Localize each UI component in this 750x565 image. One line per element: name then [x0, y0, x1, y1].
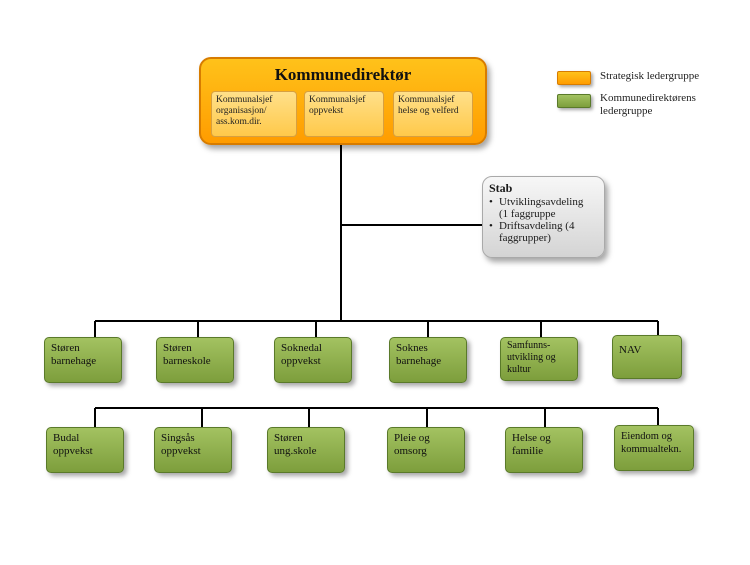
legend-swatch-kommunedirektor: [557, 94, 591, 108]
sub-box-helse: Kommunalsjef helse og velferd: [393, 91, 473, 137]
sub-line: Kommunalsjef: [309, 95, 366, 105]
unit-pleie-og-omsorg: Pleie og omsorg: [387, 427, 465, 473]
unit-line: kommualtekn.: [621, 444, 682, 455]
unit-line: Samfunns-: [507, 340, 551, 351]
sub-line: helse og velferd: [398, 106, 459, 116]
unit-line: Støren: [163, 342, 192, 354]
unit-eiendom: Eiendom og kommualtekn.: [614, 425, 694, 471]
sub-box-organisasjon: Kommunalsjef organisasjon/ ass.kom.dir.: [211, 91, 297, 137]
sub-line: ass.kom.dir.: [216, 117, 262, 127]
unit-line: ung.skole: [274, 445, 317, 457]
legend-label-kommunedirektor: Kommunedirektørens ledergruppe: [600, 92, 696, 117]
sub-line: Kommunalsjef: [398, 95, 455, 105]
sub-line: oppvekst: [309, 106, 344, 116]
legend-label-strategisk: Strategisk ledergruppe: [600, 70, 700, 82]
sub-box-oppvekst: Kommunalsjef oppvekst: [304, 91, 384, 137]
director-box: Kommunedirektør Kommunalsjef organisasjo…: [199, 57, 487, 145]
stab-box: Stab • Utviklingsavdeling (1 faggruppe •…: [482, 176, 605, 258]
unit-line: Støren: [274, 432, 303, 444]
stab-line: Utviklingsavdeling: [499, 196, 584, 208]
unit-line: oppvekst: [281, 355, 321, 367]
unit-line: barnehage: [396, 355, 442, 367]
unit-budal-oppvekst: Budal oppvekst: [46, 427, 124, 473]
sub-line: organisasjon/: [216, 106, 267, 116]
unit-soknedal-oppvekst: Soknedal oppvekst: [274, 337, 352, 383]
unit-line: Støren: [51, 342, 80, 354]
unit-line: Singsås: [161, 432, 195, 444]
unit-nav: NAV: [612, 335, 682, 379]
unit-storen-ungskole: Støren ung.skole: [267, 427, 345, 473]
unit-samfunnsutvikling: Samfunns- utvikling og kultur: [500, 337, 578, 381]
unit-line: Soknes: [396, 342, 428, 354]
unit-helse-og-familie: Helse og familie: [505, 427, 583, 473]
unit-line: Soknedal: [281, 342, 322, 354]
unit-line: barneskole: [163, 355, 211, 367]
bullet-icon: •: [489, 220, 493, 232]
unit-storen-barnehage: Støren barnehage: [44, 337, 122, 383]
unit-line: utvikling og: [507, 352, 556, 363]
unit-line: oppvekst: [53, 445, 93, 457]
unit-line: kultur: [507, 364, 531, 375]
unit-singsas-oppvekst: Singsås oppvekst: [154, 427, 232, 473]
unit-line: Eiendom og: [621, 431, 673, 442]
unit-line: NAV: [619, 344, 642, 356]
stab-line: Driftsavdeling (4: [499, 220, 575, 232]
unit-line: barnehage: [51, 355, 97, 367]
stab-item: • Driftsavdeling (4 faggrupper): [489, 220, 598, 244]
unit-soknes-barnehage: Soknes barnehage: [389, 337, 467, 383]
unit-line: omsorg: [394, 445, 427, 457]
unit-line: Pleie og: [394, 432, 430, 444]
director-title: Kommunedirektør: [274, 65, 412, 84]
stab-item: • Utviklingsavdeling (1 faggruppe: [489, 196, 598, 220]
sub-line: Kommunalsjef: [216, 95, 273, 105]
stab-line: (1 faggruppe: [499, 208, 556, 220]
unit-line: oppvekst: [161, 445, 201, 457]
stab-line: faggrupper): [499, 232, 551, 244]
stab-title: Stab: [489, 181, 513, 195]
unit-line: Helse og: [512, 432, 551, 444]
unit-line: Budal: [53, 432, 80, 444]
unit-storen-barneskole: Støren barneskole: [156, 337, 234, 383]
legend-swatch-strategisk: [557, 71, 591, 85]
unit-line: familie: [512, 445, 544, 457]
bullet-icon: •: [489, 196, 493, 208]
